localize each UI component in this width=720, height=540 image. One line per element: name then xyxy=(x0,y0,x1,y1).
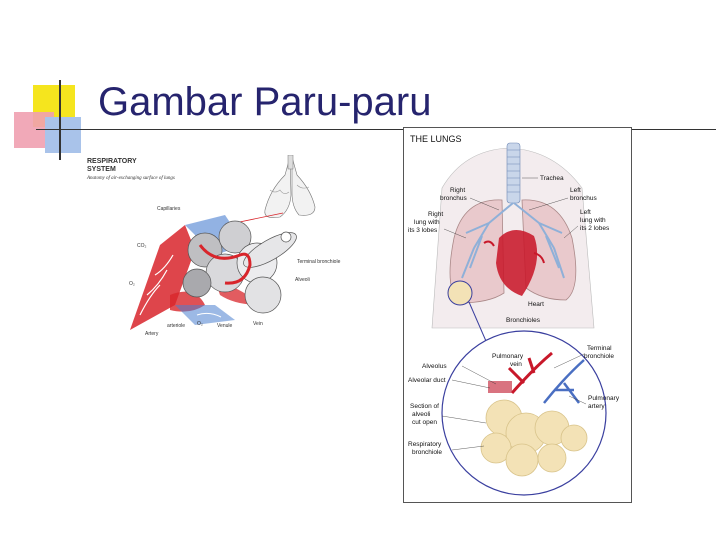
decor-vertical-line xyxy=(59,80,61,160)
label-venule: Venule xyxy=(217,323,233,329)
label-alveoli: Alveoli xyxy=(295,277,310,283)
left-subtitle: Anatomy of air-exchanging surface of lun… xyxy=(86,176,175,181)
lung-inset-icon xyxy=(264,154,316,218)
blood-vessel-red xyxy=(198,244,252,285)
label-alveolar-duct: Alveolar duct xyxy=(408,377,446,384)
label-section-3: cut open xyxy=(412,419,437,426)
zoom-source-circle xyxy=(447,280,473,306)
slide-title: Gambar Paru-paru xyxy=(98,80,432,124)
label-bronchioles: Bronchioles xyxy=(506,317,541,324)
label-resp-bronchiole-2: bronchiole xyxy=(412,449,442,456)
leader-lines xyxy=(441,177,587,451)
label-right-bronchus-1: Right xyxy=(450,187,465,194)
label-terminal-bronchiole-2: bronchiole xyxy=(584,353,614,360)
label-pulmonary-vein-1: Pulmonary xyxy=(492,353,524,360)
label-right-lung-2: lung with xyxy=(414,219,440,226)
left-heading-line1: RESPIRATORY xyxy=(87,158,137,165)
label-right-lung-1: Right xyxy=(428,211,443,218)
lungs-title: THE LUNGS xyxy=(410,134,462,144)
title-underline xyxy=(36,129,716,130)
label-pulmonary-vein-2: vein xyxy=(510,361,522,368)
label-vein: Vein xyxy=(253,321,263,327)
label-heart: Heart xyxy=(528,301,544,308)
label-left-bronchus-1: Left xyxy=(570,187,581,194)
label-section-2: alveoli xyxy=(412,411,430,418)
trachea xyxy=(506,142,521,204)
label-left-lung-1: Left xyxy=(580,209,591,216)
bronchial-tree xyxy=(461,202,565,279)
label-terminal-bronchiole-1: Terminal xyxy=(587,345,612,352)
label-left-lung-2: lung with xyxy=(580,217,606,224)
label-terminal-bronchiole: Terminal bronchiole xyxy=(297,259,341,265)
label-o2-bottom: O₂ xyxy=(197,321,203,327)
heart xyxy=(496,229,538,296)
label-right-lung-3: its 3 lobes xyxy=(408,227,438,234)
label-trachea: Trachea xyxy=(540,175,564,182)
label-pulmonary-artery-2: artery xyxy=(588,403,605,410)
label-right-bronchus-2: bronchus xyxy=(440,195,467,202)
pulmonary-vein-vessel xyxy=(507,351,553,394)
alveolar-duct-block xyxy=(488,381,512,393)
label-arteriole: arteriole xyxy=(167,323,185,329)
label-left-bronchus-2: bronchus xyxy=(570,195,597,202)
label-alveolus: Alveolus xyxy=(422,363,447,370)
label-o2-left: O₂ xyxy=(129,281,135,287)
label-capillaries: Capillaries xyxy=(157,206,181,212)
left-heading-line2: SYSTEM xyxy=(87,166,116,173)
label-left-lung-3: its 2 lobes xyxy=(580,225,610,232)
decor-blue-square xyxy=(45,117,81,153)
alveoli-sacs xyxy=(480,399,588,477)
label-pulmonary-artery-1: Pulmonary xyxy=(588,395,620,402)
label-co2: CO₂ xyxy=(137,243,147,249)
respiratory-system-illustration: RESPIRATORY SYSTEM Anatomy of air-exchan… xyxy=(85,154,360,340)
label-resp-bronchiole-1: Respiratory xyxy=(408,441,442,448)
label-section-1: Section of xyxy=(410,403,439,410)
label-artery: Artery xyxy=(145,331,159,337)
the-lungs-illustration: THE LUNGS xyxy=(403,127,632,503)
